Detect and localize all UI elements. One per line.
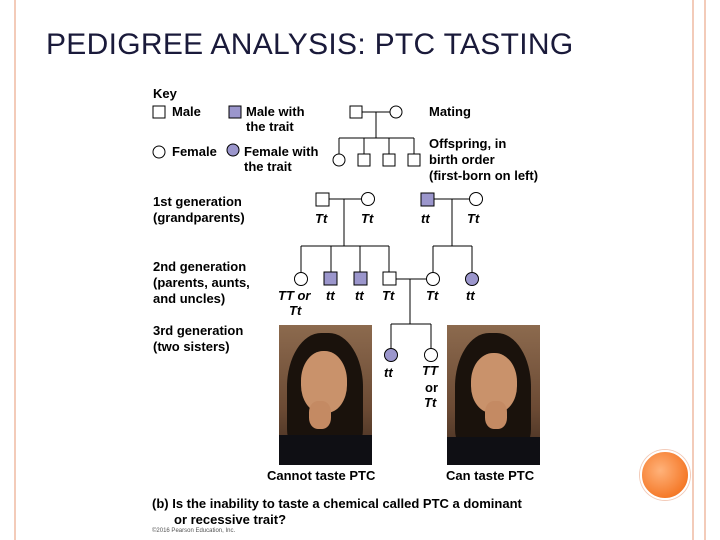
key-mating-male (350, 106, 362, 118)
key-offspring-1 (333, 154, 345, 166)
g1-genotype-4: Tt (467, 212, 479, 226)
g2-female-3 (466, 273, 479, 286)
g3-female-2 (425, 349, 438, 362)
g1-label-1: 1st generation (153, 194, 242, 209)
g3-genotype-left: tt (384, 366, 393, 380)
g3-female-1 (385, 349, 398, 362)
g1-female-1 (362, 193, 375, 206)
g2-male-2 (354, 272, 367, 285)
key-female-symbol (153, 146, 165, 158)
g2-genotype-6: tt (466, 289, 475, 303)
g3-label-2: (two sisters) (153, 339, 230, 354)
credit-text: ©2016 Pearson Education, Inc. (152, 528, 235, 534)
key-heading: Key (153, 86, 177, 101)
key-mating-label: Mating (429, 104, 471, 119)
g1-genotype-3: tt (421, 212, 430, 226)
key-female-trait-label-2: the trait (244, 159, 292, 174)
key-female-trait-symbol (227, 144, 239, 156)
g2-genotype-3: tt (355, 289, 364, 303)
question-line-1: (b) Is the inability to taste a chemical… (152, 496, 522, 511)
key-female-trait-label-1: Female with (244, 144, 318, 159)
g3-label-1: 3rd generation (153, 323, 243, 338)
key-female-label: Female (172, 144, 217, 159)
key-offspring-3 (383, 154, 395, 166)
g2-genotype-1b: Tt (289, 304, 301, 318)
g2-male-3 (383, 272, 396, 285)
key-offspring-label-3: (first-born on left) (429, 168, 538, 183)
key-offspring-2 (358, 154, 370, 166)
key-offspring-4 (408, 154, 420, 166)
photo-can-taste (447, 325, 540, 465)
key-male-trait-label-1: Male with (246, 104, 305, 119)
key-male-symbol (153, 106, 165, 118)
g2-male-1 (324, 272, 337, 285)
g2-label-3: and uncles) (153, 291, 225, 306)
g2-genotype-2: tt (326, 289, 335, 303)
g3-genotype-right-3: Tt (424, 396, 436, 410)
key-offspring-label-1: Offspring, in (429, 136, 506, 151)
g1-male-2 (421, 193, 434, 206)
g2-female-2 (427, 273, 440, 286)
g2-label-2: (parents, aunts, (153, 275, 250, 290)
g1-genotype-2: Tt (361, 212, 373, 226)
question-line-2: or recessive trait? (174, 512, 286, 527)
g1-female-2 (470, 193, 483, 206)
key-male-label: Male (172, 104, 201, 119)
caption-cannot-taste: Cannot taste PTC (267, 468, 375, 483)
photo-cannot-taste (279, 325, 372, 465)
g3-genotype-right-2: or (425, 380, 438, 395)
g2-genotype-5: Tt (426, 289, 438, 303)
g2-genotype-4: Tt (382, 289, 394, 303)
key-male-trait-label-2: the trait (246, 119, 294, 134)
g2-label-1: 2nd generation (153, 259, 246, 274)
key-mating-female (390, 106, 402, 118)
g3-genotype-right-1: TT (422, 364, 438, 378)
key-offspring-label-2: birth order (429, 152, 495, 167)
g1-genotype-1: Tt (315, 212, 327, 226)
g2-female-1 (295, 273, 308, 286)
decorative-orange-circle (640, 450, 690, 500)
key-male-trait-symbol (229, 106, 241, 118)
caption-can-taste: Can taste PTC (446, 468, 534, 483)
g1-male-1 (316, 193, 329, 206)
g1-label-2: (grandparents) (153, 210, 245, 225)
g2-genotype-1a: TT or (278, 289, 311, 303)
